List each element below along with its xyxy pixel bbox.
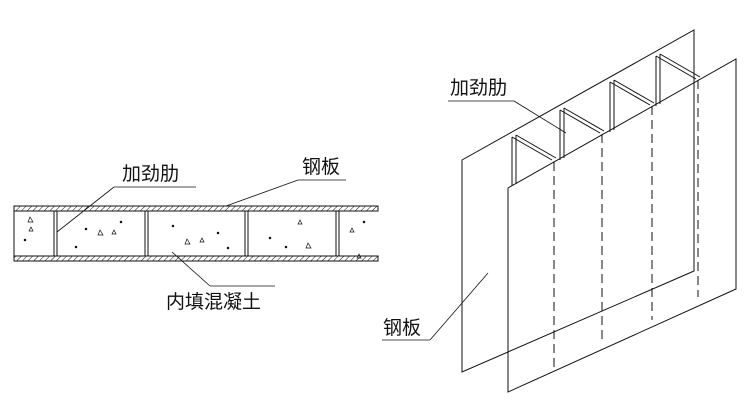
iso-stiffener-top bbox=[659, 53, 701, 78]
iso-stiffeners bbox=[511, 53, 701, 368]
leader-stiffener-section bbox=[56, 186, 115, 233]
iso-stiffener-top bbox=[609, 81, 651, 106]
section-stiffeners bbox=[53, 210, 340, 257]
iso-back-steel-plate bbox=[461, 29, 695, 373]
section-view: 加劲肋 钢板 内填混凝土 bbox=[13, 156, 379, 313]
iso-stiffener-top bbox=[515, 134, 557, 159]
label-stiffener-section: 加劲肋 bbox=[122, 163, 179, 185]
iso-stiffener-top bbox=[563, 107, 605, 132]
leader-steel-plate-iso bbox=[429, 272, 489, 341]
iso-stiffener-top bbox=[559, 109, 601, 134]
section-top-steel-plate bbox=[13, 205, 379, 212]
section-stiffener bbox=[144, 210, 149, 257]
section-stiffener bbox=[244, 210, 249, 257]
iso-stiffener-top bbox=[613, 79, 655, 104]
section-bottom-steel-plate bbox=[13, 255, 379, 262]
iso-front-steel-plate bbox=[507, 58, 737, 393]
label-steel-plate-iso: 钢板 bbox=[383, 317, 421, 339]
leader-concrete-section bbox=[171, 251, 211, 287]
leader-stiffener-iso bbox=[513, 100, 567, 134]
iso-view: 加劲肋 钢板 bbox=[382, 29, 737, 393]
label-steel-plate-section: 钢板 bbox=[302, 156, 340, 178]
leader-steel-plate-section bbox=[225, 179, 299, 207]
iso-stiffener-top bbox=[511, 136, 553, 161]
section-stiffener bbox=[335, 210, 340, 257]
label-concrete-section: 内填混凝土 bbox=[166, 291, 261, 313]
concrete-aggregate-marks bbox=[23, 216, 366, 259]
section-stiffener bbox=[53, 210, 58, 257]
label-stiffener-iso: 加劲肋 bbox=[450, 77, 507, 99]
iso-stiffener-top bbox=[655, 55, 697, 80]
